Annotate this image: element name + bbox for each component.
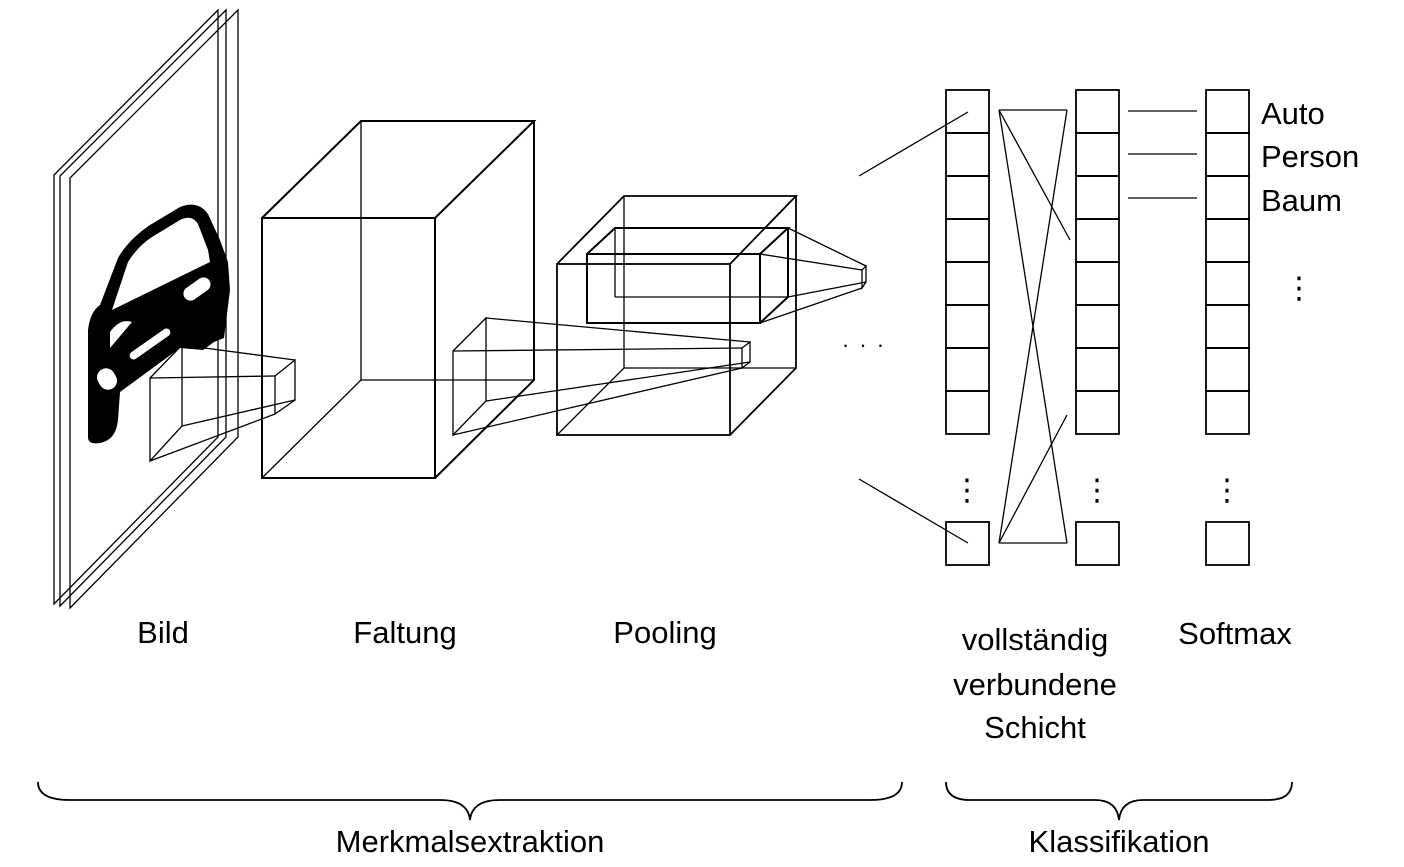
layers-ellipsis: · · · — [842, 332, 886, 357]
receptive-field-3 — [759, 227, 867, 324]
fc2-neuron — [1075, 261, 1120, 306]
fc-column-1 — [945, 89, 990, 566]
stage-label-bild: Bild — [137, 615, 189, 650]
softmax-neuron — [1205, 218, 1250, 263]
group-label-classification: Klassifikation — [1029, 824, 1210, 859]
fc-input-lines — [858, 111, 969, 544]
softmax-column-ellipsis: ⋮ — [1212, 474, 1242, 507]
class-label-baum: Baum — [1261, 183, 1342, 218]
fc1-neuron — [945, 132, 990, 177]
fc2-neuron — [1075, 218, 1120, 263]
stage-label-pooling: Pooling — [613, 615, 716, 650]
fc2-neuron — [1075, 175, 1120, 220]
fc-connections — [998, 109, 1071, 544]
fc1-neuron — [945, 304, 990, 349]
softmax-neuron — [1205, 132, 1250, 177]
fc2-neuron-last — [1075, 521, 1120, 566]
softmax-neuron — [1205, 89, 1250, 134]
fc1-neuron — [945, 218, 990, 263]
fc-column-1-ellipsis: ⋮ — [952, 474, 982, 507]
receptive-field-2 — [452, 316, 751, 437]
stage-label-faltung: Faltung — [353, 615, 456, 650]
fc-column-2 — [1075, 89, 1120, 566]
fc1-neuron-last — [945, 521, 990, 566]
fc1-neuron — [945, 89, 990, 134]
fc1-neuron — [945, 347, 990, 392]
fc2-neuron — [1075, 89, 1120, 134]
input-image-stack — [53, 8, 239, 610]
classification-brace — [945, 781, 1293, 821]
stage-label-fc-line2: verbundene — [953, 667, 1117, 702]
softmax-column — [1205, 89, 1250, 566]
softmax-neuron — [1205, 390, 1250, 435]
stage-label-fc-line3: Schicht — [984, 710, 1086, 745]
softmax-neuron — [1205, 304, 1250, 349]
fc2-neuron — [1075, 304, 1120, 349]
group-label-feature-extraction: Merkmalsextraktion — [336, 824, 605, 859]
feature-extraction-brace — [37, 781, 903, 821]
softmax-neuron — [1205, 261, 1250, 306]
fc1-neuron — [945, 261, 990, 306]
class-label-person: Person — [1261, 139, 1359, 174]
stage-label-fc-line1: vollständig — [962, 622, 1108, 657]
softmax-neuron — [1205, 175, 1250, 220]
fc1-neuron — [945, 175, 990, 220]
fc2-neuron — [1075, 347, 1120, 392]
class-label-auto: Auto — [1261, 96, 1325, 131]
convolution-volume — [261, 120, 537, 479]
fc2-neuron — [1075, 390, 1120, 435]
car-icon — [88, 204, 230, 444]
fc2-neuron — [1075, 132, 1120, 177]
fc1-neuron — [945, 390, 990, 435]
receptive-field-1 — [149, 343, 296, 463]
softmax-neuron — [1205, 347, 1250, 392]
softmax-connections — [1128, 110, 1197, 199]
stage-label-softmax: Softmax — [1178, 616, 1292, 651]
pooling-volume — [556, 195, 799, 436]
fc-column-2-ellipsis: ⋮ — [1082, 474, 1112, 507]
classes-ellipsis: ⋮ — [1284, 272, 1314, 305]
softmax-neuron-last — [1205, 521, 1250, 566]
